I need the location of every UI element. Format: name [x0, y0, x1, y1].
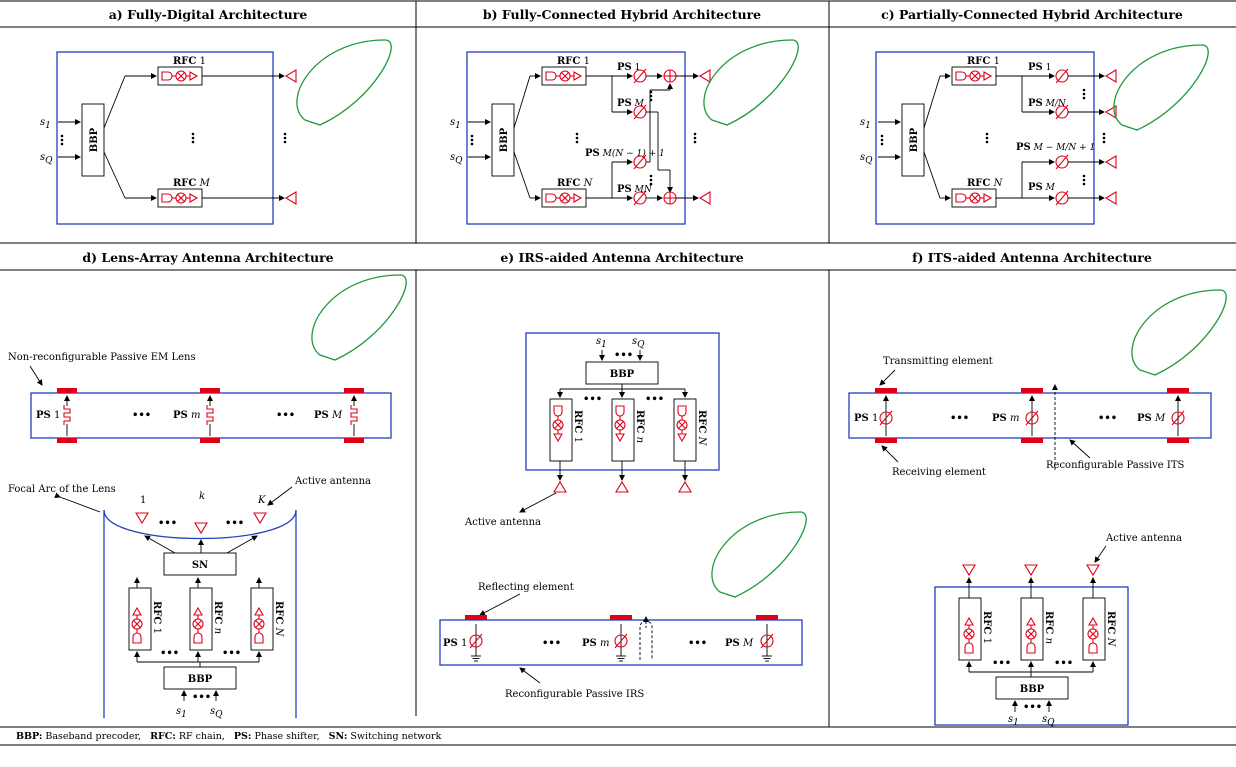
svg-text:Active antenna: Active antenna [294, 476, 371, 487]
svg-text:Reconfigurable Passive ITS: Reconfigurable Passive ITS [1046, 460, 1185, 471]
svg-text:RFC N: RFC N [967, 178, 1004, 189]
svg-text:RFC 1: RFC 1 [173, 56, 206, 67]
svg-text:•••: ••• [192, 692, 211, 703]
svg-text:Reflecting element: Reflecting element [478, 582, 574, 593]
svg-text:PS M: PS M [1137, 413, 1166, 424]
svg-text:BBP: BBP [1020, 684, 1045, 695]
svg-text:PS 1: PS 1 [1028, 62, 1051, 73]
svg-text:s1: s1 [860, 117, 871, 131]
svg-text:PS MN: PS MN [617, 184, 653, 195]
svg-text:PS M: PS M [617, 98, 645, 109]
svg-text:s1: s1 [176, 706, 187, 720]
svg-text:sQ: sQ [210, 706, 223, 720]
svg-text:•••: ••• [688, 638, 707, 649]
panel-b-title: b) Fully-Connected Hybrid Architecture [483, 7, 761, 22]
svg-text:PS M: PS M [725, 638, 754, 649]
svg-text:s1: s1 [450, 117, 461, 131]
svg-text:Non-reconfigurable Passive EM: Non-reconfigurable Passive EM Lens [8, 352, 196, 363]
svg-text:Active antenna: Active antenna [464, 517, 541, 528]
svg-text:PS M(N − 1) + 1: PS M(N − 1) + 1 [585, 148, 665, 159]
svg-text:•••: ••• [1098, 413, 1117, 424]
svg-text:sQ: sQ [450, 152, 463, 166]
svg-text:PS 1: PS 1 [617, 62, 640, 73]
svg-text:•••: ••• [614, 350, 633, 361]
bbp-block [81, 103, 105, 177]
svg-text:•••: ••• [160, 648, 179, 659]
svg-text:RFC N: RFC N [696, 410, 707, 447]
svg-text:RFC 1: RFC 1 [151, 601, 162, 634]
svg-text:RFC n: RFC n [212, 601, 223, 634]
svg-text:PS m: PS m [992, 413, 1019, 424]
svg-text:BBP: BBP [188, 674, 213, 685]
svg-text:Reconfigurable Passive IRS: Reconfigurable Passive IRS [505, 689, 644, 700]
svg-text:PS m: PS m [173, 410, 200, 421]
svg-text:sQ: sQ [40, 152, 53, 166]
panel-a-diagram: BBP s1 sQ RFC 1 RFC M [40, 39, 392, 225]
svg-text:•••: ••• [542, 638, 561, 649]
svg-text:sQ: sQ [860, 152, 873, 166]
svg-text:BBP: BBP [89, 127, 100, 152]
svg-text:sQ: sQ [1042, 714, 1055, 728]
svg-text:RFC N: RFC N [273, 601, 284, 638]
svg-text:BBP: BBP [909, 127, 920, 152]
svg-text:PS 1: PS 1 [36, 410, 60, 421]
svg-text:BBP: BBP [499, 127, 510, 152]
svg-text:PS 1: PS 1 [443, 638, 467, 649]
panel-c-diagram: BBP s1 sQ RFC 1 RFC N PS 1 PS M/N PS M −… [860, 44, 1209, 225]
svg-text:RFC n: RFC n [1043, 611, 1054, 644]
svg-text:•••: ••• [132, 410, 151, 421]
svg-text:RFC N: RFC N [557, 178, 594, 189]
svg-text:PS M: PS M [314, 410, 343, 421]
svg-text:Receiving element: Receiving element [892, 467, 986, 478]
svg-text:•••: ••• [1054, 658, 1073, 669]
svg-text:s1: s1 [1008, 714, 1019, 728]
svg-text:RFC M: RFC M [173, 178, 211, 189]
svg-text:K: K [257, 495, 266, 506]
svg-text:PS M/N: PS M/N [1028, 98, 1067, 109]
svg-text:1: 1 [140, 495, 146, 506]
svg-text:RFC 1: RFC 1 [557, 56, 590, 67]
panel-e-diagram: s1 sQ ••• BBP RFC 1 RFC n RFC N ••• ••• … [439, 332, 807, 700]
panel-d-diagram: Non-reconfigurable Passive EM Lens PS 1 … [8, 274, 407, 720]
panel-e-title: e) IRS-aided Antenna Architecture [500, 250, 743, 265]
svg-text:Transmitting element: Transmitting element [883, 356, 993, 367]
svg-text:•••: ••• [222, 648, 241, 659]
svg-text:Active antenna: Active antenna [1105, 533, 1182, 544]
svg-text:•••: ••• [645, 394, 664, 405]
panel-d-title: d) Lens-Array Antenna Architecture [82, 250, 333, 265]
svg-text:Focal Arc of the Lens: Focal Arc of the Lens [8, 484, 116, 495]
svg-text:•••: ••• [158, 518, 177, 529]
panel-f-title: f) ITS-aided Antenna Architecture [912, 250, 1152, 265]
svg-text:s1: s1 [596, 336, 607, 350]
svg-text:SN: SN [192, 560, 208, 571]
svg-text:PS M: PS M [1028, 182, 1056, 193]
panel-c-title: c) Partially-Connected Hybrid Architectu… [881, 7, 1183, 22]
svg-text:PS m: PS m [582, 638, 609, 649]
svg-text:•••: ••• [1023, 702, 1042, 713]
svg-text:RFC 1: RFC 1 [572, 410, 583, 443]
panel-b-diagram: BBP s1 sQ RFC 1 RFC N PS 1 PS M PS M(N −… [450, 39, 799, 225]
svg-text:BBP: BBP [610, 369, 635, 380]
svg-text:PS M − M/N + 1: PS M − M/N + 1 [1016, 142, 1095, 153]
svg-text:•••: ••• [950, 413, 969, 424]
svg-text:k: k [199, 491, 205, 502]
svg-text:•••: ••• [225, 518, 244, 529]
svg-text:RFC 1: RFC 1 [981, 611, 992, 644]
panel-a-title: a) Fully-Digital Architecture [109, 7, 308, 22]
svg-text:RFC n: RFC n [634, 410, 645, 443]
svg-text:PS 1: PS 1 [854, 413, 878, 424]
svg-text:RFC N: RFC N [1105, 611, 1116, 648]
svg-text:sQ: sQ [632, 336, 645, 350]
svg-text:•••: ••• [992, 658, 1011, 669]
svg-text:•••: ••• [276, 410, 295, 421]
svg-text:RFC 1: RFC 1 [967, 56, 1000, 67]
svg-text:•••: ••• [583, 394, 602, 405]
legend-footer: BBP: Baseband precoder, RFC: RF chain, P… [16, 731, 442, 742]
panel-f-diagram: Transmitting element PS 1 PS m PS M ••• … [848, 289, 1227, 728]
svg-text:s1: s1 [40, 117, 51, 131]
